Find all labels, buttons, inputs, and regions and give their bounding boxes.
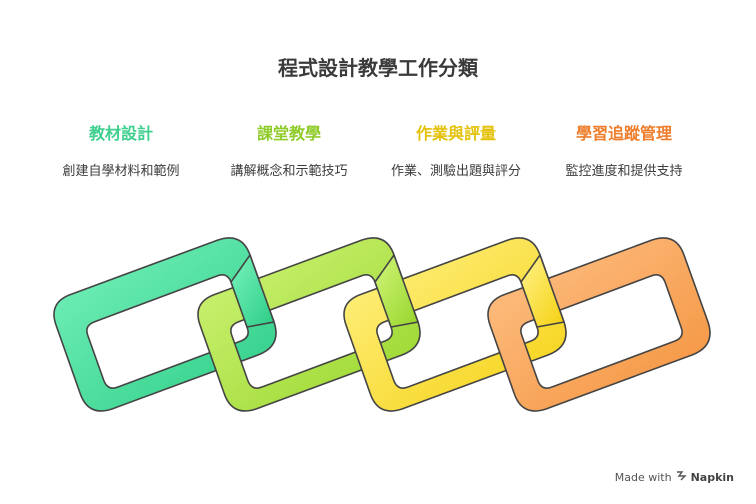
chain-link-3-overlap — [520, 253, 566, 328]
footer-brand: Napkin — [690, 470, 734, 484]
category-description: 講解概念和示範技巧 — [230, 164, 348, 179]
category-description: 監控進度和提供支持 — [565, 164, 683, 179]
diagram-title: 程式設計教學工作分類 — [278, 56, 478, 80]
category-description: 作業、測驗出題與評分 — [390, 164, 521, 179]
category-heading: 教材設計 — [88, 124, 153, 143]
category-description: 創建自學材料和範例 — [62, 164, 180, 179]
category-progress-tracking: 學習追蹤管理 監控進度和提供支持 — [539, 122, 709, 179]
chain-link-2-overlap — [374, 253, 420, 328]
category-assignments-assessment: 作業與評量 作業、測驗出題與評分 — [371, 122, 541, 179]
footer-credit: Made with Napkin — [615, 470, 734, 484]
napkin-logo-icon — [676, 470, 687, 484]
category-heading: 課堂教學 — [256, 124, 321, 143]
category-heading: 作業與評量 — [415, 124, 496, 143]
category-material-design: 教材設計 創建自學材料和範例 — [36, 122, 206, 179]
category-classroom-teaching: 課堂教學 講解概念和示範技巧 — [204, 122, 374, 179]
chain-link-1-overlap — [230, 253, 276, 328]
footer-prefix: Made with — [614, 470, 672, 484]
category-heading: 學習追蹤管理 — [575, 124, 672, 143]
